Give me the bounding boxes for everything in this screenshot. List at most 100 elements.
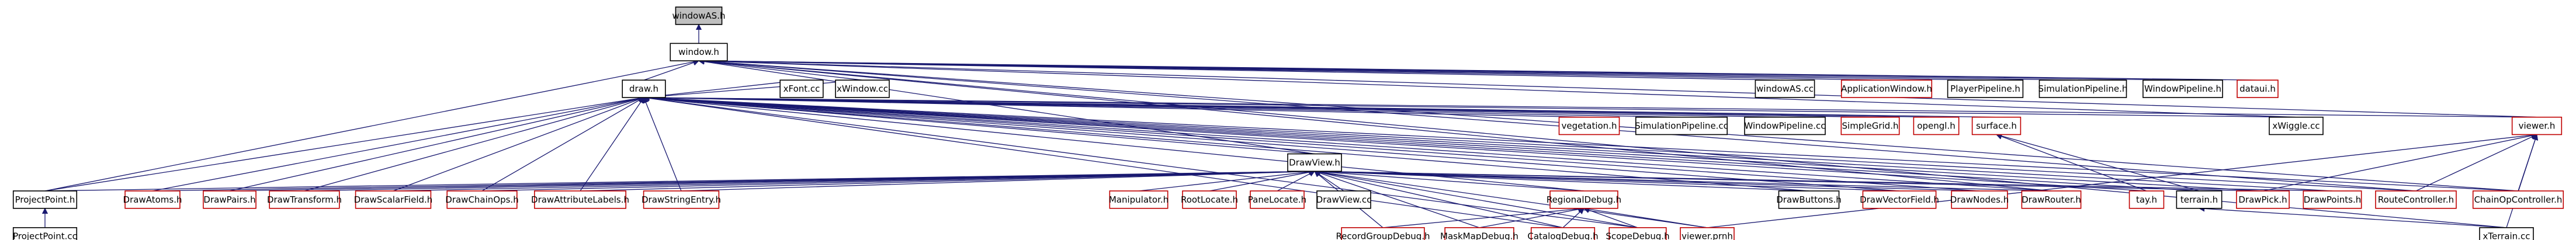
node-label: PaneLocate.h	[1248, 194, 1306, 205]
graph-node-viewer-h[interactable]: viewer.h	[2511, 116, 2563, 135]
graph-node-drawchainops-h[interactable]: DrawChainOps.h	[445, 190, 519, 209]
graph-node-drawpoints-h[interactable]: DrawPoints.h	[2303, 190, 2362, 209]
graph-edge-18	[643, 79, 863, 100]
graph-edge-47	[643, 95, 1638, 228]
graph-node-tay-h[interactable]: tay.h	[2128, 190, 2165, 209]
node-label: PlayerPipeline.h	[1950, 84, 2020, 94]
node-label: DrawVectorField.h	[1860, 194, 1939, 205]
graph-node-routecontroller-h[interactable]: RouteController.h	[2375, 190, 2457, 209]
graph-node-drawattributelabels-h[interactable]: DrawAttributeLabels.h	[531, 190, 629, 209]
graph-node-chainopcontroller-h[interactable]: ChainOpController.h	[2472, 190, 2564, 209]
node-box	[1182, 190, 1237, 209]
graph-edge-9	[44, 58, 700, 192]
graph-node-regionaldebug-h[interactable]: RegionalDebug.h	[1547, 190, 1621, 209]
graph-node-simulationpipeline-cc[interactable]: SimulationPipeline.cc	[1635, 116, 1728, 135]
node-box	[779, 79, 824, 98]
node-box	[1840, 116, 1900, 135]
graph-node-manipulator-h[interactable]: Manipulator.h	[1109, 190, 1169, 209]
graph-node-simulationpipeline-h[interactable]: SimulationPipeline.h	[2038, 79, 2128, 98]
node-box	[2511, 116, 2563, 135]
node-label: CatalogDebug.h	[1527, 231, 1598, 240]
graph-edge-42	[643, 95, 2200, 192]
graph-node-xwiggle-cc[interactable]: xWiggle.cc	[2269, 116, 2324, 135]
graph-edge-46	[643, 95, 2519, 192]
node-label: WindowPipeline.cc	[1744, 121, 1825, 131]
graph-node-maskmapdebug-h[interactable]: MaskMapDebug.h	[1440, 227, 1518, 240]
graph-edge-78	[1707, 132, 2538, 228]
graph-node-projectpoint-h[interactable]: ProjectPoint.h	[12, 190, 78, 209]
graph-edge-56	[681, 168, 1316, 192]
node-box	[835, 79, 890, 98]
graph-node-xterrain-cc[interactable]: xTerrain.cc	[2479, 227, 2534, 240]
graph-node-drawview-h[interactable]: DrawView.h	[1287, 153, 1342, 172]
graph-node-windowpipeline-h[interactable]: WindowPipeline.h	[2142, 79, 2223, 98]
graph-node-vegetation-h[interactable]: vegetation.h	[1558, 116, 1620, 135]
graph-node-dataui-h[interactable]: dataui.h	[2237, 79, 2279, 98]
graph-edge-77	[2262, 133, 2538, 192]
node-label: ProjectPoint.cc	[13, 231, 77, 240]
graph-node-catalogdebug-h[interactable]: CatalogDebug.h	[1527, 227, 1599, 240]
node-box	[1608, 227, 1667, 240]
graph-edge-37	[643, 95, 1809, 192]
graph-node-drawview-cc[interactable]: DrawView.cc	[1316, 190, 1372, 209]
graph-edge-63	[1313, 168, 1900, 192]
node-label: DrawView.cc	[1316, 194, 1372, 205]
graph-node-drawscalarfield-h[interactable]: DrawScalarField.h	[354, 190, 433, 209]
graph-node-drawvectorfield-h[interactable]: DrawVectorField.h	[1860, 190, 1939, 209]
graph-node-drawpairs-h[interactable]: DrawPairs.h	[203, 190, 256, 209]
graph-node-opengl-h[interactable]: opengl.h	[1913, 116, 1960, 135]
node-box	[12, 227, 78, 240]
graph-node-viewer-prnh[interactable]: viewer.prnh	[1680, 227, 1735, 240]
node-label: DrawPairs.h	[203, 194, 255, 205]
graph-edge-61	[1313, 168, 1585, 192]
graph-edge-32	[393, 96, 644, 192]
graph-node-panelocate-h[interactable]: PaneLocate.h	[1248, 190, 1306, 209]
graph-node-drawatoms-h[interactable]: DrawAtoms.h	[123, 190, 182, 209]
node-box	[2176, 190, 2223, 209]
graph-node-surface-h[interactable]: surface.h	[1971, 116, 2022, 135]
node-box	[1862, 190, 1937, 209]
graph-edge-26	[643, 94, 2537, 118]
graph-node-xfont-cc[interactable]: xFont.cc	[779, 79, 824, 98]
graph-edge-71	[1313, 169, 1638, 228]
node-label: ApplicationWindow.h	[1841, 84, 1932, 94]
graph-node-xwindow-cc[interactable]: xWindow.cc	[835, 79, 890, 98]
graph-node-drawrouter-h[interactable]: DrawRouter.h	[2021, 190, 2082, 209]
graph-node-simplegrid-h[interactable]: SimpleGrid.h	[1840, 116, 1900, 135]
node-box	[2021, 190, 2082, 209]
graph-node-drawnodes-h[interactable]: DrawNodes.h	[1950, 190, 2009, 209]
graph-node-drawpick-h[interactable]: DrawPick.h	[2236, 190, 2290, 209]
graph-edge-70	[1313, 169, 1563, 228]
node-box	[2303, 190, 2362, 209]
graph-node-rootlocate-h[interactable]: RootLocate.h	[1181, 190, 1238, 209]
graph-edge-48	[643, 95, 1563, 228]
graph-node-drawbuttons-h[interactable]: DrawButtons.h	[1776, 190, 1842, 209]
node-box	[203, 190, 256, 209]
graph-node-playerpipeline-h[interactable]: PlayerPipeline.h	[1947, 79, 2024, 98]
graph-node-projectpoint-cc[interactable]: ProjectPoint.cc	[12, 227, 78, 240]
graph-node-recordgroupdebug-h[interactable]: RecordGroupDebug.h	[1336, 227, 1430, 240]
graph-edge-43	[643, 95, 2263, 192]
node-label: DrawPick.h	[2238, 194, 2287, 205]
graph-node-terrain-h[interactable]: terrain.h	[2176, 190, 2223, 209]
graph-node-drawstringentry-h[interactable]: DrawStringEntry.h	[642, 190, 721, 209]
graph-node-draw-h[interactable]: draw.h	[622, 79, 666, 98]
node-box	[675, 6, 723, 25]
graph-edge-79	[2506, 134, 2539, 228]
node-label: DrawStringEntry.h	[642, 194, 721, 205]
graph-node-windowpipeline-cc[interactable]: WindowPipeline.cc	[1744, 116, 1826, 135]
node-box	[1778, 190, 1840, 209]
node-label: DrawAttributeLabels.h	[531, 194, 629, 205]
graph-node-scopedebug-h[interactable]: ScopeDebug.h	[1606, 227, 1670, 240]
graph-node-drawtransform-h[interactable]: DrawTransform.h	[267, 190, 342, 209]
node-label: dataui.h	[2239, 84, 2276, 94]
graph-edge-35	[643, 97, 682, 192]
graph-node-applicationwindow-h[interactable]: ApplicationWindow.h	[1840, 79, 1933, 98]
graph-edge-55	[580, 168, 1316, 192]
node-label: ScopeDebug.h	[1606, 231, 1669, 240]
graph-node-window-h[interactable]: window.h	[670, 43, 728, 61]
graph-edge-38	[643, 95, 1900, 192]
graph-node-windowas-cc[interactable]: windowAS.cc	[1755, 79, 1815, 98]
graph-node-windowas-h[interactable]: windowAS.h	[672, 6, 726, 25]
